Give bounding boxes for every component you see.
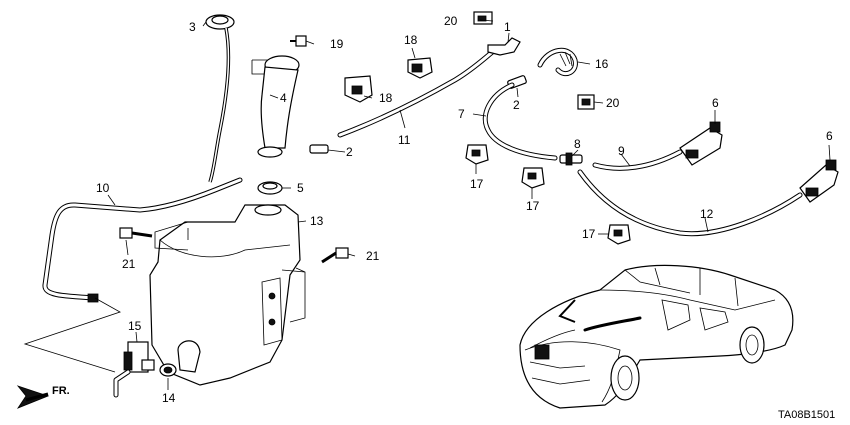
callout-18-upper: 18 bbox=[404, 33, 418, 47]
vehicle-illustration bbox=[519, 264, 794, 409]
clip-17-a bbox=[465, 144, 489, 165]
clip-20-upper bbox=[473, 11, 493, 25]
callout-18-lower: 18 bbox=[379, 91, 393, 105]
joint-2-center bbox=[309, 144, 329, 154]
filler-neck-4 bbox=[251, 55, 300, 158]
front-direction-arrow bbox=[16, 385, 50, 409]
callout-8: 8 bbox=[574, 137, 581, 151]
callout-6-upper: 6 bbox=[712, 96, 719, 110]
clip-17-c bbox=[607, 224, 631, 245]
callout-20-right: 20 bbox=[606, 96, 620, 110]
clip-18-lower bbox=[344, 75, 373, 103]
callout-20-upper: 20 bbox=[444, 14, 458, 28]
callout-17-a: 17 bbox=[470, 177, 484, 191]
callout-13: 13 bbox=[310, 214, 324, 228]
cap-5 bbox=[257, 181, 283, 195]
callout-9: 9 bbox=[618, 144, 625, 158]
washer-nozzle-6-lower bbox=[799, 159, 839, 203]
diagram-code: TA08B1501 bbox=[778, 409, 835, 421]
clip-19 bbox=[290, 35, 307, 47]
check-valve-8 bbox=[559, 152, 583, 166]
callout-1: 1 bbox=[504, 20, 511, 34]
callout-6-lower: 6 bbox=[826, 129, 833, 143]
callout-5: 5 bbox=[297, 181, 304, 195]
hose-16 bbox=[537, 48, 578, 77]
callout-3: 3 bbox=[189, 20, 196, 34]
washer-nozzle-6-upper bbox=[679, 121, 723, 166]
callout-2-center: 2 bbox=[346, 145, 353, 159]
callout-10: 10 bbox=[96, 181, 110, 195]
callout-17-c: 17 bbox=[582, 227, 596, 241]
callout-2-right: 2 bbox=[513, 98, 520, 112]
filler-cap-dipstick-3 bbox=[205, 14, 235, 183]
leader-lines bbox=[23, 19, 831, 390]
washer-pump-15 bbox=[113, 341, 155, 398]
clip-17-b bbox=[521, 167, 545, 189]
callout-16: 16 bbox=[595, 57, 609, 71]
hose-12 bbox=[577, 169, 803, 237]
front-label: FR. bbox=[52, 385, 70, 397]
clip-20-right bbox=[577, 94, 595, 110]
callout-21-right: 21 bbox=[366, 249, 380, 263]
callout-12: 12 bbox=[700, 207, 714, 221]
callout-7: 7 bbox=[458, 107, 465, 121]
hose-9 bbox=[592, 149, 683, 171]
hose-11 bbox=[337, 47, 498, 138]
callout-14: 14 bbox=[162, 391, 176, 405]
clip-18-upper bbox=[407, 57, 433, 79]
bolt-21-right bbox=[321, 247, 349, 264]
callout-17-b: 17 bbox=[526, 199, 540, 213]
grommet-14 bbox=[159, 363, 177, 377]
washer-reservoir-13 bbox=[149, 204, 301, 386]
callout-11: 11 bbox=[398, 133, 411, 147]
callout-15: 15 bbox=[128, 319, 142, 333]
hose-7 bbox=[482, 82, 558, 161]
callout-4: 4 bbox=[280, 91, 287, 105]
callout-19: 19 bbox=[330, 37, 344, 51]
callout-21-left: 21 bbox=[122, 257, 136, 271]
joint-1 bbox=[487, 37, 521, 56]
hose-10 bbox=[42, 177, 243, 303]
bolt-21-left bbox=[119, 227, 153, 239]
